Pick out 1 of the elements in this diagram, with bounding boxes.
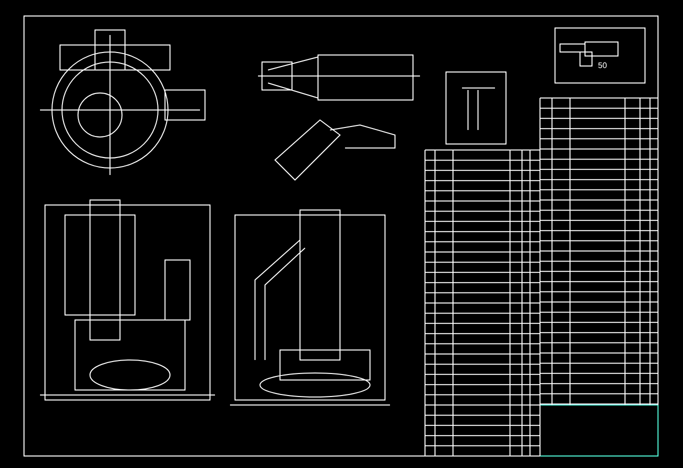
dimension-text: 50 [598,61,607,70]
